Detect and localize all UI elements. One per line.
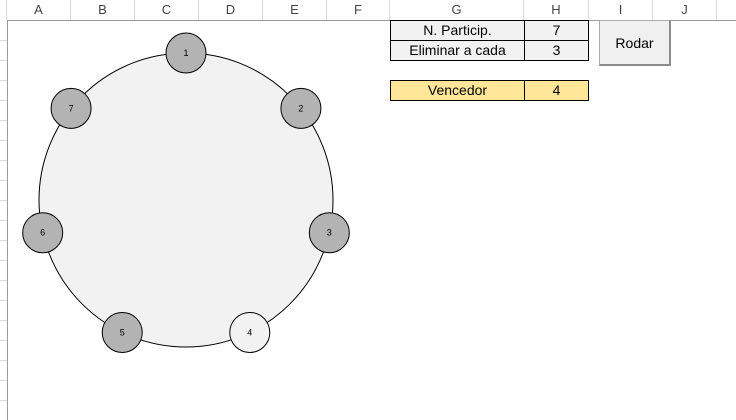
column-header-a[interactable]: A <box>7 0 71 20</box>
row-divider <box>0 360 7 361</box>
eliminate-label-cell[interactable]: Eliminar a cada <box>390 40 525 61</box>
participant-label: 1 <box>183 48 188 58</box>
participant-circle <box>50 87 92 129</box>
column-header-d[interactable]: D <box>199 0 263 20</box>
row-divider <box>0 220 7 221</box>
row-divider <box>0 340 7 341</box>
participant-circle <box>165 32 207 74</box>
column-header-i[interactable]: I <box>589 0 653 20</box>
column-header-h[interactable]: H <box>524 0 589 20</box>
row-divider <box>0 240 7 241</box>
participant-node-6[interactable]: 6 <box>22 212 64 254</box>
row-header-bar[interactable] <box>0 20 8 420</box>
participant-node-5[interactable]: 5 <box>101 311 143 353</box>
row-divider <box>0 200 7 201</box>
row-divider <box>0 260 7 261</box>
eliminate-value-cell[interactable]: 3 <box>524 40 589 61</box>
participant-node-2[interactable]: 2 <box>280 87 322 129</box>
row-divider <box>0 320 7 321</box>
column-header-g[interactable]: G <box>390 0 524 20</box>
column-header-b[interactable]: B <box>71 0 135 20</box>
participant-circle <box>101 311 143 353</box>
participant-node-1[interactable]: 1 <box>165 32 207 74</box>
row-divider <box>0 120 7 121</box>
row-divider <box>0 180 7 181</box>
column-header-f[interactable]: F <box>327 0 390 20</box>
column-header-j[interactable]: J <box>653 0 717 20</box>
participants-label-cell[interactable]: N. Particip. <box>390 20 525 41</box>
participant-node-3[interactable]: 3 <box>308 212 350 254</box>
josephus-circle: 1 2 3 4 5 6 7 <box>22 32 350 353</box>
winner-label-cell[interactable]: Vencedor <box>390 80 525 101</box>
row-divider <box>0 80 7 81</box>
row-divider <box>0 160 7 161</box>
participants-value-cell[interactable]: 7 <box>524 20 589 41</box>
row-divider <box>0 140 7 141</box>
column-header-k[interactable] <box>717 0 736 20</box>
participant-circle <box>280 87 322 129</box>
row-divider <box>0 280 7 281</box>
participant-node-4[interactable]: 4 <box>229 311 271 353</box>
participant-label: 5 <box>120 327 125 337</box>
winner-value-cell[interactable]: 4 <box>524 80 589 101</box>
row-divider <box>0 400 7 401</box>
participant-circle <box>229 311 271 353</box>
row-divider <box>0 300 7 301</box>
row-divider <box>0 60 7 61</box>
participant-node-7[interactable]: 7 <box>50 87 92 129</box>
column-header-c[interactable]: C <box>135 0 199 20</box>
rodar-button[interactable]: Rodar <box>599 20 671 66</box>
select-all-corner[interactable] <box>0 0 7 20</box>
participant-circle <box>308 212 350 254</box>
row-divider <box>0 380 7 381</box>
participant-label: 3 <box>327 228 332 238</box>
row-divider <box>0 100 7 101</box>
participant-circle <box>22 212 64 254</box>
column-header-e[interactable]: E <box>263 0 327 20</box>
participant-label: 2 <box>298 103 303 113</box>
column-header-bar: A B C D E F G H I J <box>0 0 736 21</box>
participant-label: 7 <box>69 103 74 113</box>
participant-label: 4 <box>247 327 252 337</box>
row-divider <box>0 40 7 41</box>
participant-label: 6 <box>40 228 45 238</box>
